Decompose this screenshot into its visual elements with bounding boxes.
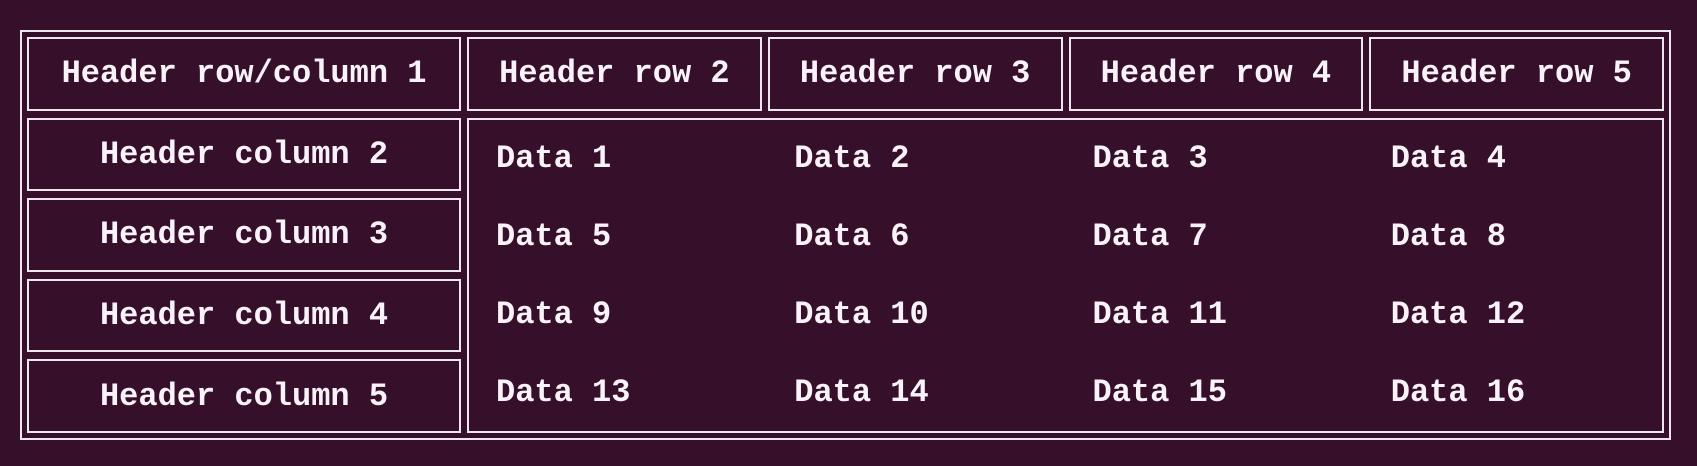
corner-header-cell: Header row/column 1 — [27, 37, 461, 111]
row-header-cell-3: Header column 3 — [27, 198, 461, 272]
data-cell: Data 1 — [496, 140, 612, 178]
data-cell: Data 7 — [1092, 217, 1208, 255]
data-region: Data 1 Data 2 Data 3 Data 4 Data 5 Data … — [467, 117, 1664, 433]
column-header-cell-4: Header row 4 — [1068, 37, 1364, 111]
data-cell: Data 15 — [1092, 373, 1227, 411]
column-header-cell-5: Header row 5 — [1369, 37, 1664, 111]
data-cell: Data 16 — [1390, 373, 1526, 411]
data-cell: Data 8 — [1390, 217, 1506, 255]
data-cell: Data 2 — [794, 140, 910, 178]
data-cell: Data 3 — [1092, 140, 1208, 178]
data-cell: Data 10 — [794, 295, 929, 333]
data-cell: Data 11 — [1092, 295, 1227, 333]
row-header-cell-4: Header column 4 — [27, 278, 461, 353]
data-cell: Data 6 — [794, 217, 910, 255]
data-table: Header row/column 1 Header row 2 Header … — [20, 30, 1671, 440]
data-cell: Data 4 — [1390, 140, 1506, 178]
column-header-cell-2: Header row 2 — [467, 37, 762, 111]
data-cell: Data 13 — [496, 373, 631, 411]
table-grid: Header row/column 1 Header row 2 Header … — [27, 37, 1664, 433]
data-cell: Data 5 — [496, 217, 612, 255]
data-cell: Data 14 — [794, 373, 929, 411]
data-cell: Data 12 — [1390, 295, 1526, 333]
row-header-cell-2: Header column 2 — [27, 117, 461, 192]
row-header-cell-5: Header column 5 — [27, 359, 461, 433]
column-header-cell-3: Header row 3 — [767, 37, 1063, 111]
data-cell: Data 9 — [496, 295, 612, 333]
